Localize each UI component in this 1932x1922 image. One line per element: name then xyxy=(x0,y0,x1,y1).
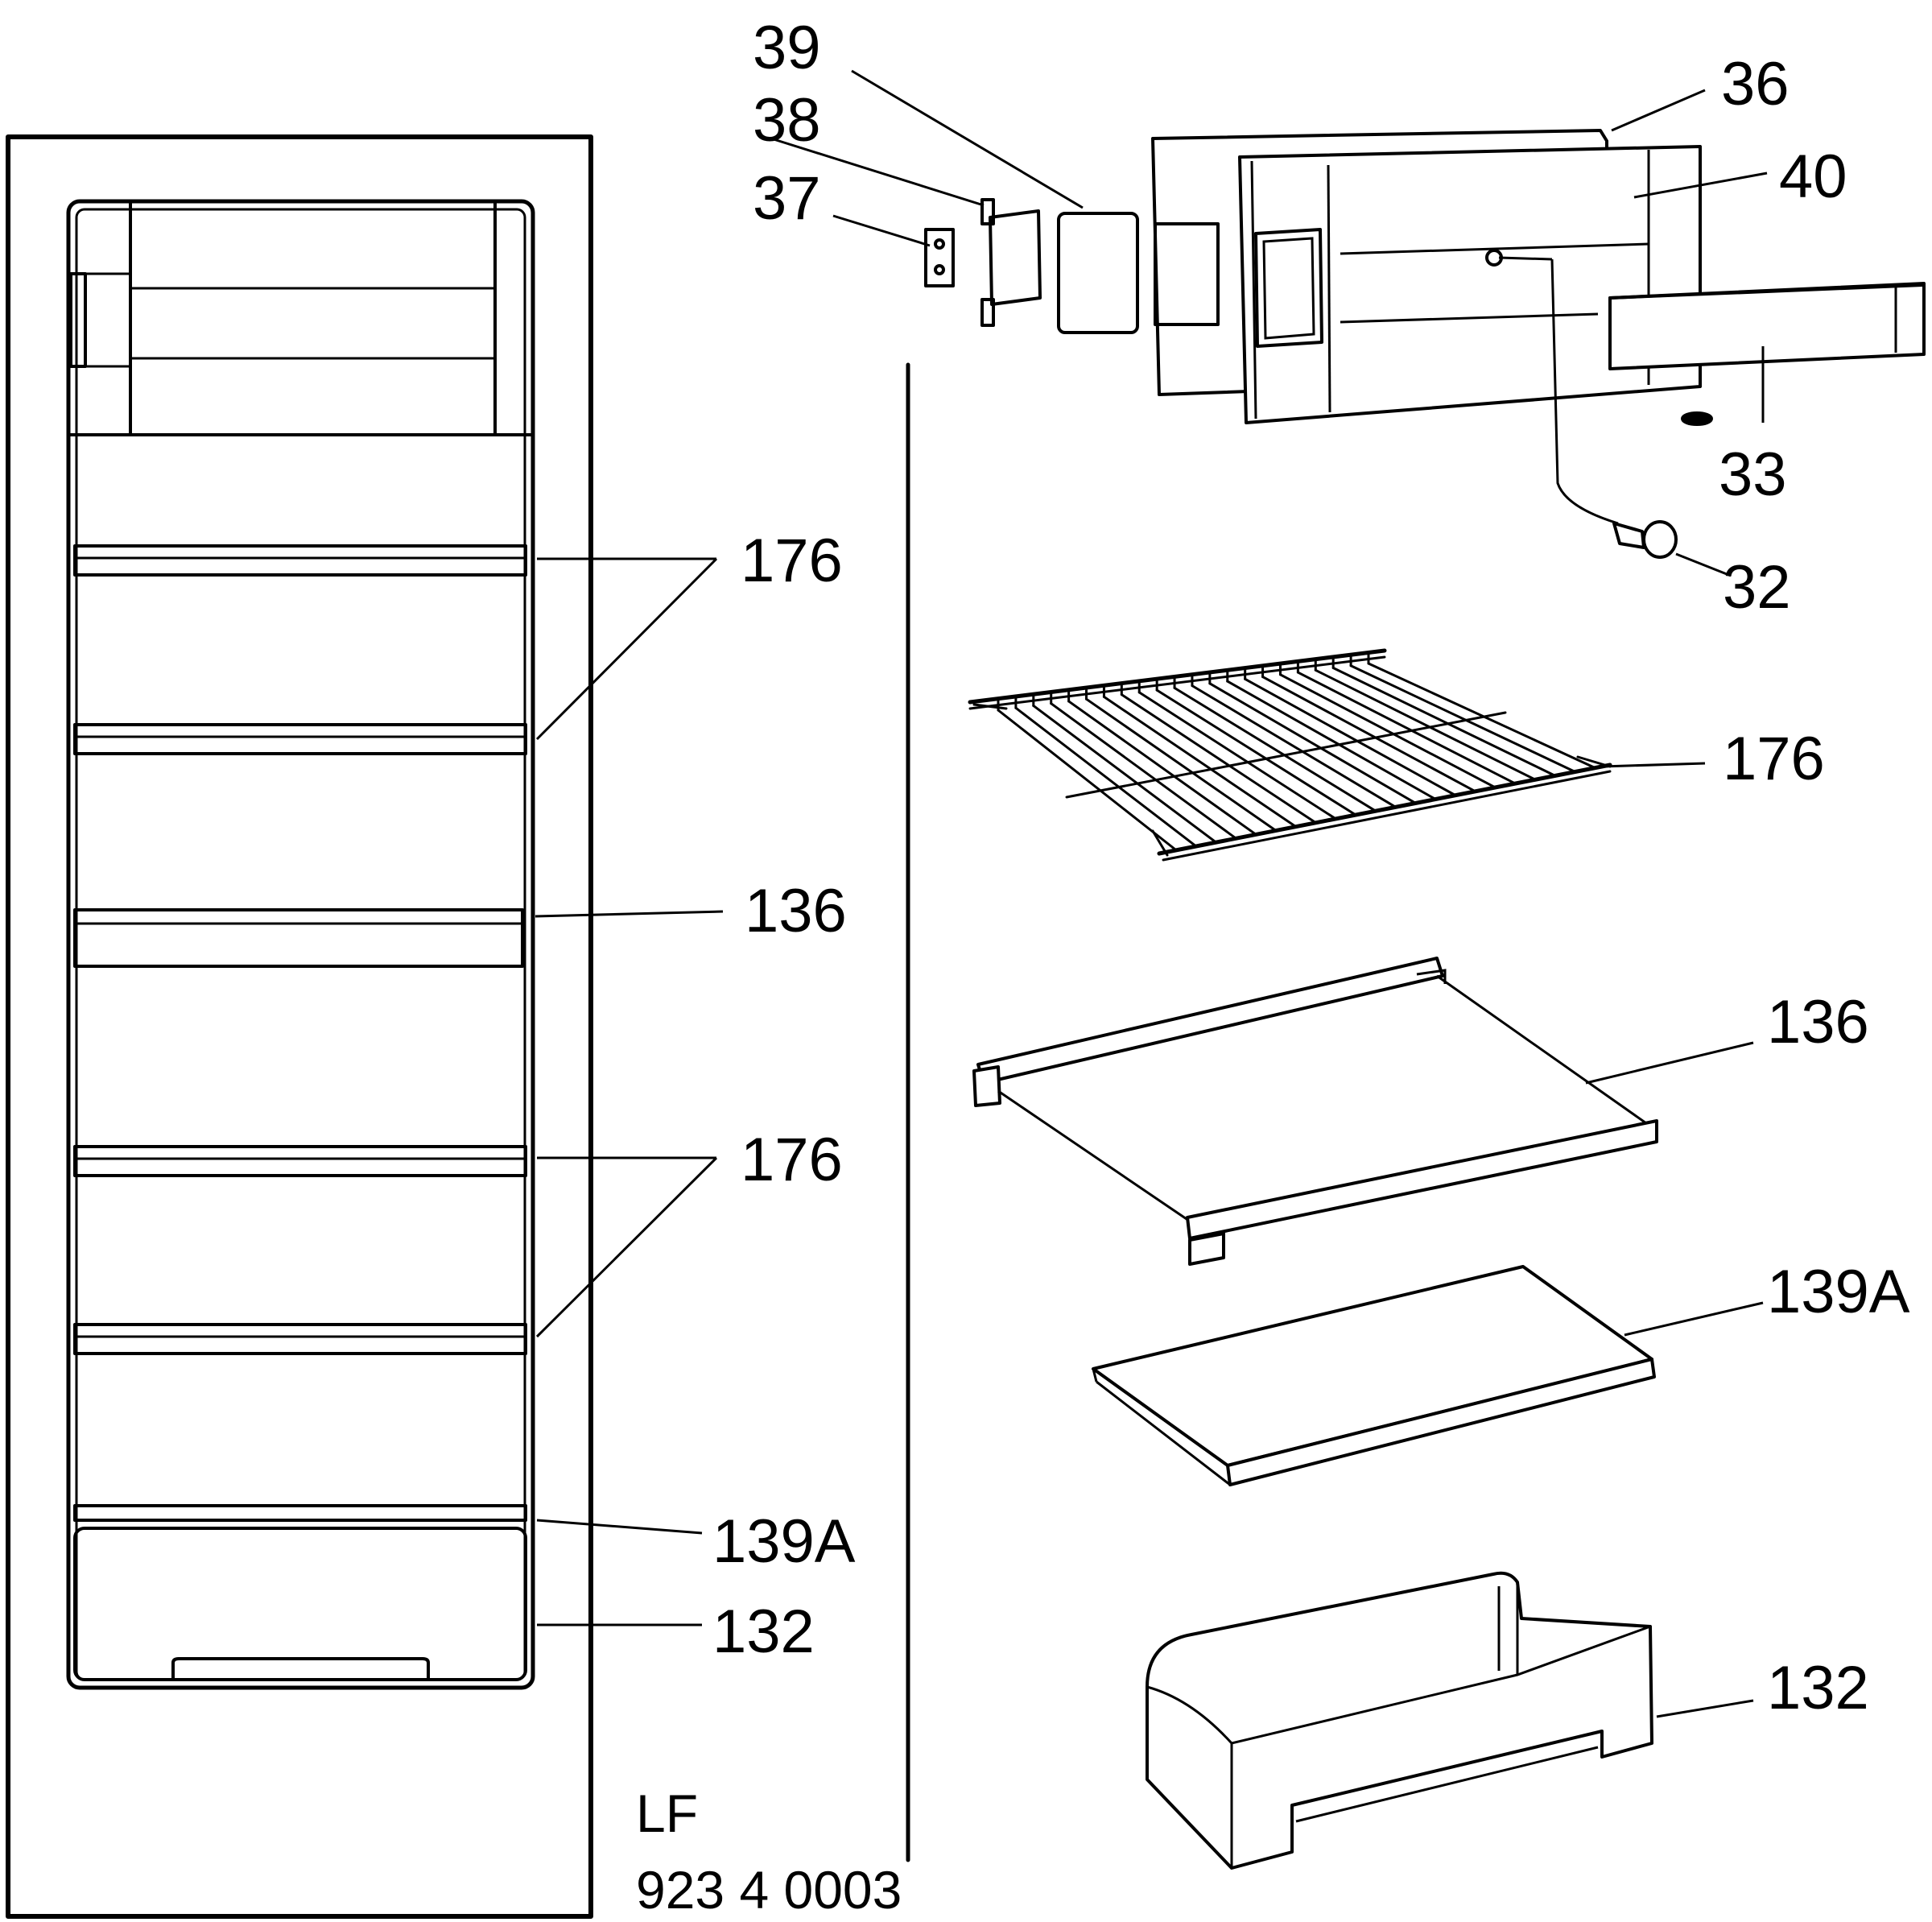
label-part-36: 36 xyxy=(1721,50,1790,118)
label-part-39: 39 xyxy=(753,14,821,82)
label-left-176-bottom: 176 xyxy=(741,1126,843,1194)
left-shelf-176-b xyxy=(73,723,527,755)
crisper-drawer-132 xyxy=(1146,1571,1653,1870)
glass-shelf-136 xyxy=(972,957,1658,1266)
cabinet-inner-liner-edge xyxy=(75,208,526,1681)
label-part-37: 37 xyxy=(753,164,821,233)
label-part-32: 32 xyxy=(1723,553,1791,622)
model-code-line2: 923 4 0003 xyxy=(636,1860,902,1920)
door-assembly xyxy=(924,129,1926,559)
label-left-136: 136 xyxy=(745,877,847,945)
cabinet-inner-liner xyxy=(66,199,535,1690)
door-panel-40 xyxy=(1238,145,1702,424)
label-part-38: 38 xyxy=(753,86,821,155)
left-shelf-176-c xyxy=(73,1145,527,1177)
left-shelf-176-a xyxy=(73,544,527,577)
glass-shelf-139a xyxy=(1092,1265,1656,1486)
hinge-38 xyxy=(989,209,1042,306)
label-left-132: 132 xyxy=(712,1598,815,1666)
left-shelf-136 xyxy=(73,908,524,968)
label-left-176-top: 176 xyxy=(741,527,843,595)
model-code-line1: LF xyxy=(636,1784,698,1843)
left-crisper-132 xyxy=(73,1527,527,1681)
cabinet-outer-frame xyxy=(6,134,593,1919)
right-leader-lines xyxy=(770,69,1768,1718)
label-left-139a: 139A xyxy=(712,1507,856,1576)
top-compartment xyxy=(67,201,535,436)
left-shelf-139a xyxy=(73,1504,527,1522)
label-part-40: 40 xyxy=(1779,143,1847,211)
label-right-136: 136 xyxy=(1767,988,1869,1056)
label-part-33: 33 xyxy=(1719,440,1787,509)
part-labels: 39 38 37 36 40 33 32 176 136 176 139A 13… xyxy=(636,14,1910,1920)
hinge-block-39 xyxy=(1057,212,1139,334)
left-shelf-176-d xyxy=(73,1323,527,1355)
label-right-176: 176 xyxy=(1723,725,1825,793)
screw-32 xyxy=(1642,520,1678,559)
left-leader-lines xyxy=(535,557,724,1626)
label-right-132: 132 xyxy=(1767,1654,1869,1722)
cabinet-front-view xyxy=(6,134,724,1919)
hinge-plate-37 xyxy=(924,228,955,287)
label-right-139a: 139A xyxy=(1767,1258,1910,1326)
wire-shelf-176 xyxy=(968,648,1612,862)
